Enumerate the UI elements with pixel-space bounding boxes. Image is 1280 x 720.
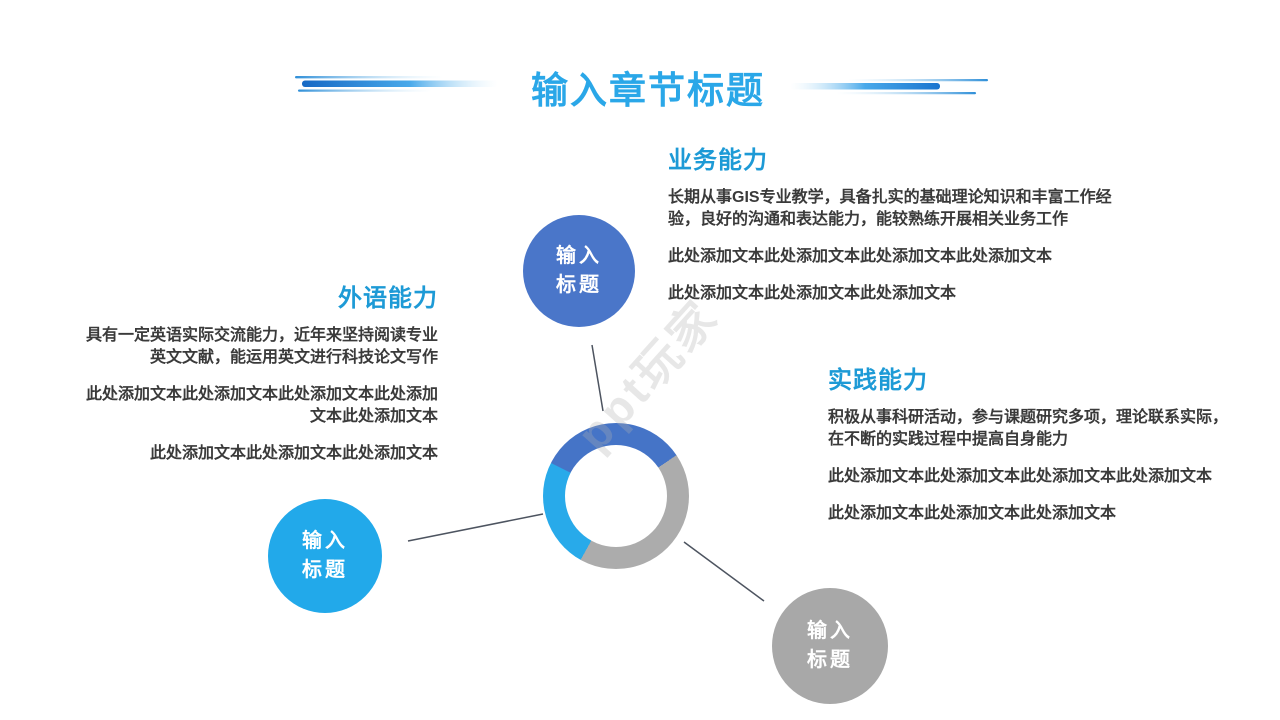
- connector-top: [591, 344, 604, 412]
- section-business-para-3: 此处添加文本此处添加文本此处添加文本: [668, 285, 957, 302]
- section-practice: 实践能力 积极从事科研活动，参与课题研究多项，理论联系实际，在不断的实践过程中提…: [828, 367, 1238, 525]
- connector-left: [407, 513, 544, 542]
- section-language-heading: 外语能力: [338, 285, 438, 312]
- node-label-line2: 标题: [807, 649, 853, 671]
- section-business-para-2: 此处添加文本此处添加文本此处添加文本此处添加文本: [668, 248, 1053, 265]
- section-practice-para-1: 积极从事科研活动，参与课题研究多项，理论联系实际，在不断的实践过程中提高自身能力: [828, 409, 1229, 448]
- section-business-para-1: 长期从事GIS专业教学，具备扎实的基础理论知识和丰富工作经验，良好的沟通和表达能…: [668, 189, 1112, 228]
- node-label-line1: 输入: [807, 620, 853, 642]
- node-circle-top: 输入 标题: [523, 215, 635, 327]
- title-streak-left-decoration: [295, 76, 498, 92]
- section-practice-para-3: 此处添加文本此处添加文本此处添加文本: [828, 505, 1117, 522]
- section-language: 外语能力 具有一定英语实际交流能力，近年来坚持阅读专业英文文献，能运用英文进行科…: [76, 285, 438, 465]
- node-label-line1: 输入: [302, 530, 348, 552]
- connector-right: [683, 541, 765, 602]
- donut-chart: [543, 423, 689, 569]
- section-practice-para-2: 此处添加文本此处添加文本此处添加文本此处添加文本: [828, 468, 1213, 485]
- section-language-para-3: 此处添加文本此处添加文本此处添加文本: [149, 445, 438, 462]
- section-business-heading: 业务能力: [668, 147, 768, 174]
- section-language-para-1: 具有一定英语实际交流能力，近年来坚持阅读专业英文文献，能运用英文进行科技论文写作: [85, 327, 438, 366]
- node-label-line1: 输入: [556, 245, 602, 267]
- donut-hole: [565, 445, 667, 547]
- node-label-line2: 标题: [556, 274, 602, 296]
- node-label-line2: 标题: [302, 559, 348, 581]
- slide-title: 输入章节标题: [531, 70, 765, 111]
- section-language-para-2: 此处添加文本此处添加文本此处添加文本此处添加文本此处添加文本: [85, 386, 438, 425]
- node-circle-left: 输入 标题: [268, 499, 382, 613]
- section-practice-heading: 实践能力: [828, 367, 928, 394]
- section-business: 业务能力 长期从事GIS专业教学，具备扎实的基础理论知识和丰富工作经验，良好的沟…: [668, 147, 1123, 305]
- node-circle-right: 输入 标题: [772, 588, 888, 704]
- title-streak-right-decoration: [790, 79, 988, 95]
